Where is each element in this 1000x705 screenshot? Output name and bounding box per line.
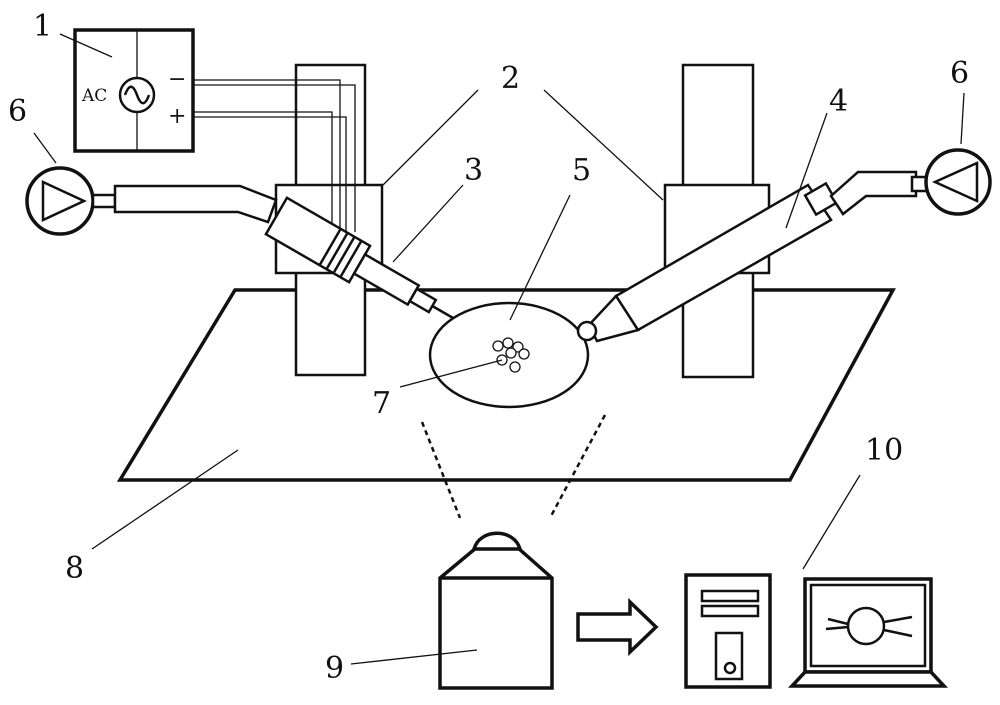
label-9: 9 (325, 651, 344, 686)
right-pump-tube (829, 170, 918, 216)
label-8: 8 (65, 551, 84, 586)
label-7: 7 (372, 386, 391, 421)
minus-terminal-label: − (168, 67, 186, 92)
label-2: 2 (501, 61, 520, 96)
camera-view-right (548, 414, 607, 519)
sine-wave-icon (123, 85, 151, 105)
right-pump (924, 148, 992, 216)
label-5: 5 (572, 153, 591, 188)
label-1: 1 (33, 9, 52, 44)
label-10: 10 (865, 433, 903, 468)
plus-terminal-label: + (168, 104, 186, 129)
electrode-pipette (264, 196, 458, 322)
label-3: 3 (464, 153, 483, 188)
left-pump-connector (91, 193, 117, 209)
label-4: 4 (829, 84, 848, 119)
leader-lines (33, 33, 965, 665)
camera (438, 531, 554, 690)
holding-pipette (576, 181, 839, 343)
ac-label: AC (81, 86, 107, 106)
data-flow-arrow (576, 597, 659, 657)
laptop (787, 577, 949, 688)
label-6-right: 6 (950, 56, 969, 91)
label-6-left: 6 (8, 94, 27, 129)
left-pump-tube (113, 184, 278, 224)
computer-tower (684, 573, 772, 689)
power-wires (188, 79, 356, 232)
left-pump (25, 166, 95, 236)
ac-power-supply: AC − + (73, 28, 195, 153)
